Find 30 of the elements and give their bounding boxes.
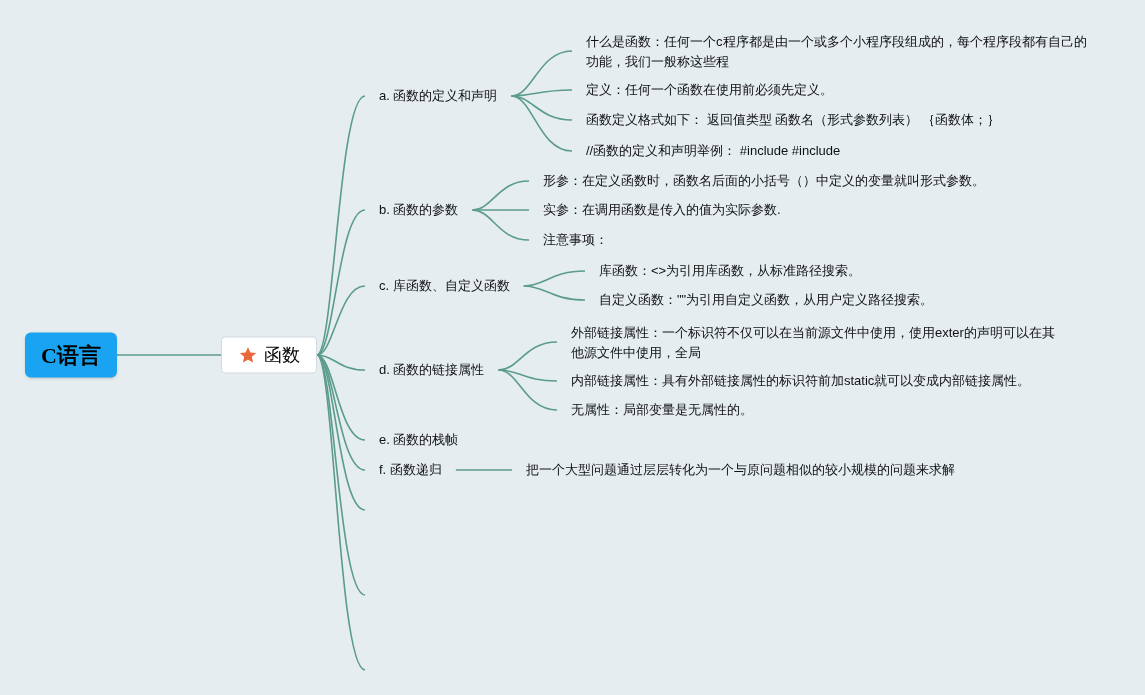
topic-text: //函数的定义和声明举例： #include #include [572,139,841,163]
branch-line [497,369,558,411]
topic-text: 把一个大型问题通过层层转化为一个与原问题相似的较小规模的问题来求解 [512,458,955,482]
root-topic: C语言 [25,332,117,378]
topic-text: 无属性：局部变量是无属性的。 [557,398,753,422]
subtopic-label: e. 函数的栈帧 [365,428,473,452]
branch-line [316,354,366,671]
branch-line [455,469,513,471]
topic-text: 库函数：<>为引用库函数，从标准路径搜索。 [585,259,862,283]
topic-text: 注意事项： [529,228,608,252]
branch-line [471,209,530,241]
subtopic-label: b. 函数的参数 [365,198,473,222]
branch-line [522,285,586,301]
subtopic-label: c. 库函数、自定义函数 [365,274,524,298]
subtopic-label: f. 函数递归 [365,458,456,482]
subtopic-label: d. 函数的链接属性 [365,358,499,382]
topic-text: 内部链接属性：具有外部链接属性的标识符前加static就可以变成内部链接属性。 [557,369,1031,393]
topic-text: 形参：在定义函数时，函数名后面的小括号（）中定义的变量就叫形式参数。 [529,169,985,193]
subtopic-label: a. 函数的定义和声明 [365,84,512,108]
branch-line [116,354,222,356]
topic-text: 函数定义格式如下： 返回值类型 函数名（形式参数列表） ｛函数体；｝ [572,108,1000,132]
branch-line [316,95,366,356]
topic-text: 自定义函数：""为引用自定义函数，从用户定义路径搜索。 [585,288,934,312]
topic-text: 外部链接属性：一个标识符不仅可以在当前源文件中使用，使用exter的声明可以在其他源文件中使用，全局 [557,320,1067,364]
topic-text: 实参：在调用函数是传入的值为实际参数. [529,198,781,222]
branch-line [316,285,366,356]
topic-text: 定义：任何一个函数在使用前必须先定义。 [572,78,833,102]
main-topic: 函数 [221,336,317,374]
topic-text: 什么是函数：任何一个c程序都是由一个或多个小程序段组成的，每个程序段都有自己的功能，我们一般称这些程 [572,29,1092,73]
branch-line [510,95,573,152]
